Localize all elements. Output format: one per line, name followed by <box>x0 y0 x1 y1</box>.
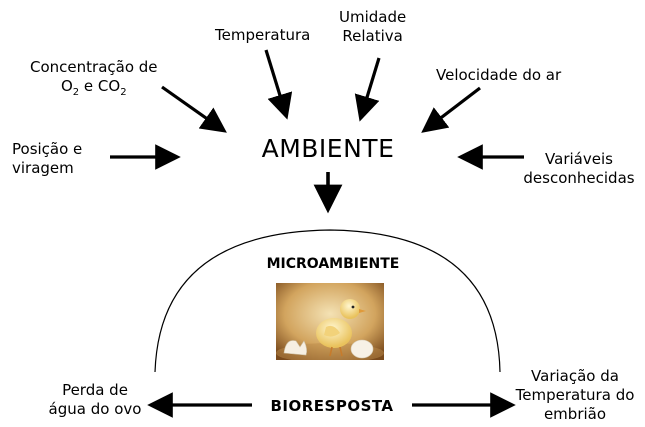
factor-umidade-relativa: Umidade Relativa <box>339 8 407 45</box>
variacao-temperatura-label: Variação da Temperatura do embrião <box>515 367 635 423</box>
arrow-velocidade <box>421 86 481 133</box>
perda-de-agua-label: Perda de água do ovo <box>48 381 142 418</box>
chick-and-egg-photo <box>276 283 384 360</box>
factor-temperatura: Temperatura <box>215 26 311 44</box>
microambiente-label: MICROAMBIENTE <box>266 256 400 272</box>
microambiente-dome <box>154 229 501 373</box>
arrow-concentracao <box>161 85 227 133</box>
factor-posicao-viragem: Posição e viragem <box>12 140 83 177</box>
factor-concentracao: Concentração de O2 e CO2 <box>30 58 158 98</box>
arrow-temperatura <box>264 49 293 120</box>
ambiente-title: AMBIENTE <box>261 134 395 163</box>
factor-variaveis-desconhecidas: Variáveis desconhecidas <box>523 150 635 187</box>
bioresposta-label: BIORESPOSTA <box>270 397 394 415</box>
factor-velocidade-do-ar: Velocidade do ar <box>436 66 562 84</box>
arrow-umidade <box>354 57 381 122</box>
